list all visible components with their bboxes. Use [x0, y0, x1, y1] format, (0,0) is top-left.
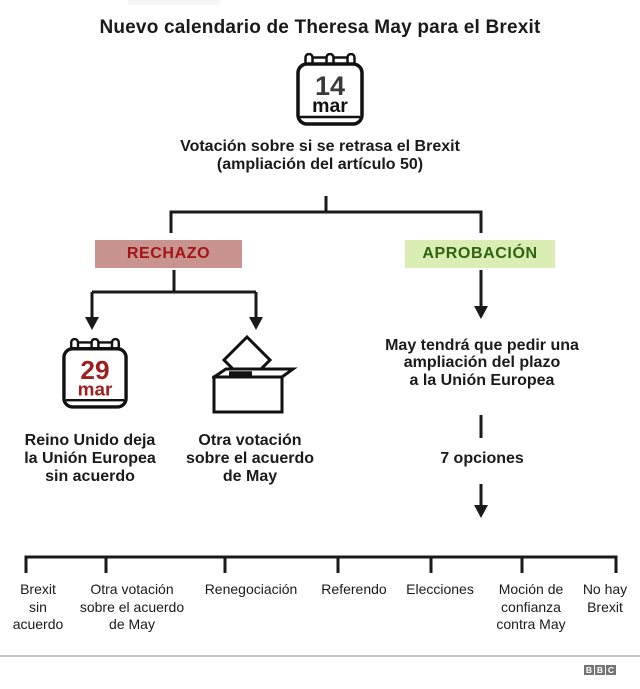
extension-request-caption: May tendrá que pedir una ampliación del …: [385, 337, 579, 389]
calendar-14mar-icon: 14 mar: [296, 53, 364, 126]
option-label-renegotiation: Renegociación: [204, 581, 298, 597]
option-label-elections: Elecciones: [406, 581, 474, 597]
page-title: Nuevo calendario de Theresa May para el …: [99, 17, 541, 38]
calendar-29mar-icon: 29 mar: [62, 338, 128, 409]
bbc-logo: B B C: [584, 665, 616, 675]
approve-badge: APROBACIÓN: [405, 240, 555, 268]
footer-divider: [0, 655, 640, 657]
arrowheads: [85, 306, 488, 518]
bbc-logo-block: B: [595, 665, 605, 675]
bbc-logo-block: C: [606, 665, 616, 675]
option-label-no-brexit: No hay Brexit: [582, 581, 628, 615]
second-vote-caption: Otra votación sobre el acuerdo de May: [185, 432, 315, 485]
calendar-month: mar: [312, 95, 348, 117]
calendar-day: 29: [80, 355, 109, 385]
option-label-no-confidence-motion: Moción de confianza contra May: [496, 581, 566, 632]
top-edge-artifact: [128, 0, 220, 5]
ballot-box-icon: [212, 334, 298, 414]
option-label-no-deal-brexit: Brexit sin acuerdo: [12, 581, 64, 632]
no-deal-caption: Reino Unido deja la Unión Europea sin ac…: [24, 432, 156, 485]
bbc-logo-block: B: [584, 665, 594, 675]
option-label-referendum: Referendo: [321, 581, 387, 597]
start-vote-caption: Votación sobre si se retrasa el Brexit (…: [180, 138, 460, 173]
option-label-second-vote: Otra votación sobre el acuerdo de May: [79, 581, 185, 632]
calendar-month: mar: [78, 379, 113, 400]
calendar-day: 14: [315, 71, 345, 101]
reject-badge: RECHAZO: [95, 240, 242, 268]
options-count-label: 7 opciones: [440, 450, 524, 467]
